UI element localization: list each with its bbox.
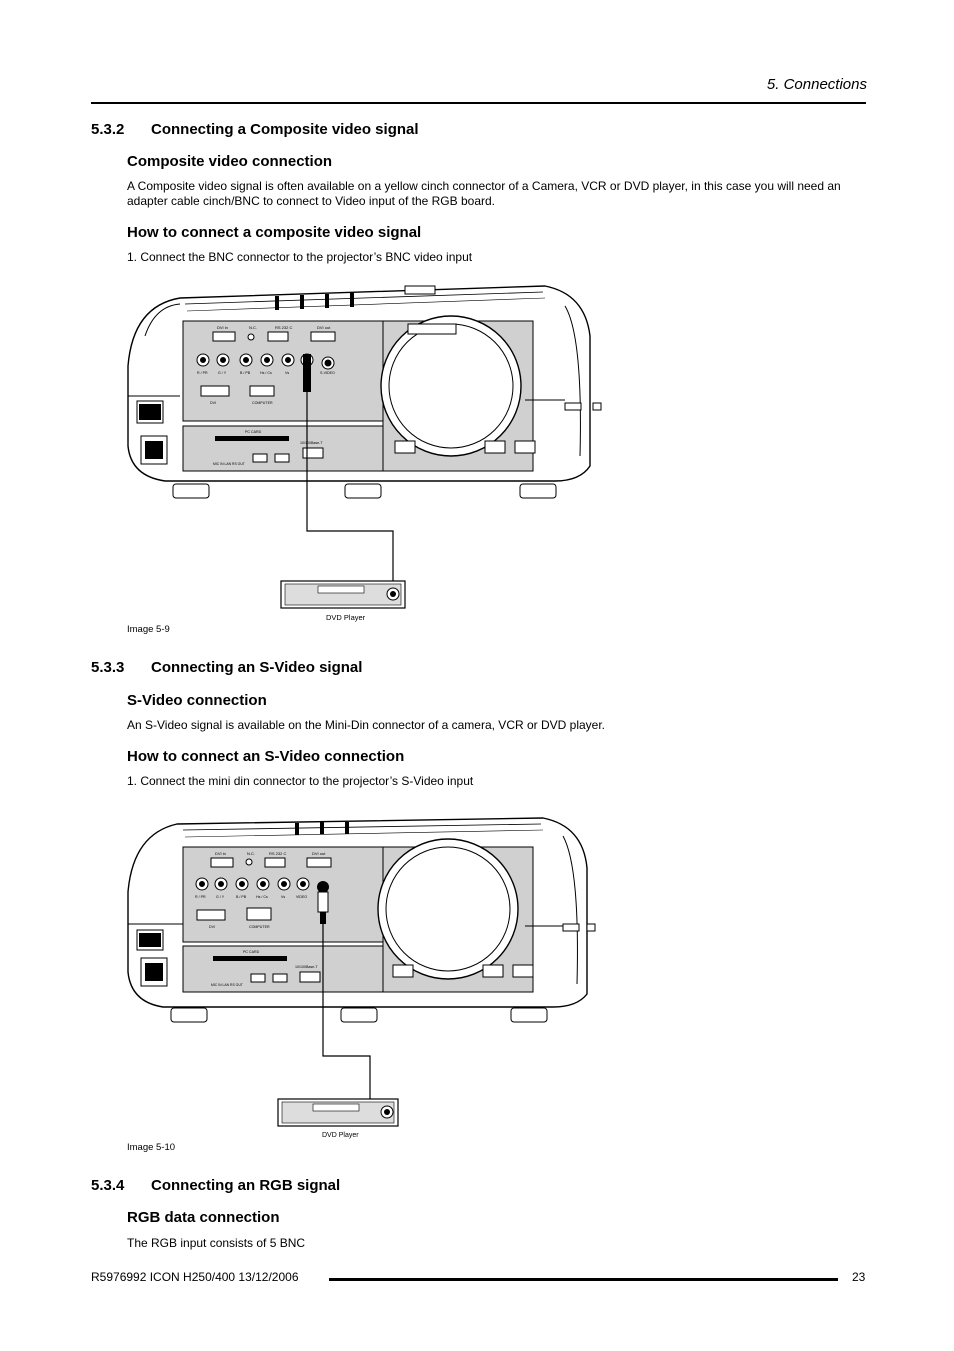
label-r-pr: R / PR [197,371,208,375]
bnc-plug [303,354,311,392]
label-b-pb: B / PB [240,371,251,375]
section-title: Connecting an S-Video signal [151,659,363,676]
section-number: 5.3.4 [91,1177,125,1194]
header-rule [91,102,866,104]
chapter-title: 5. Connections [766,76,867,93]
step-composite: 1. Connect the BNC connector to the proj… [127,250,473,264]
label-dvi: DVI [209,925,215,929]
svideo-plug [317,881,329,893]
pc-card-panel [182,945,384,993]
subheading-how-to-composite: How to connect a composite video signal [127,224,422,241]
label-video: VIDEO [296,895,307,899]
label-dvi: DVI [210,401,216,405]
subheading-how-to-svideo: How to connect an S-Video connection [127,748,405,765]
subheading-composite-connection: Composite video connection [127,153,333,170]
label-ethernet: 10/100Base-T [300,441,323,445]
label-ports: MIC IN LAN RS OUT [211,983,243,987]
section-number: 5.3.3 [91,659,125,676]
cable [306,392,394,581]
label-g-y: G / Y [218,371,227,375]
subheading-svideo-connection: S-Video connection [127,692,267,709]
label-g-y: G / Y [216,895,225,899]
figure-caption-5-9: Image 5-9 [127,624,170,635]
device-label-dvd-2: DVD Player [322,1132,359,1139]
label-svideo: S-VIDEO [320,371,335,375]
cable [322,924,371,1099]
label-dvi-in: DVI in [217,325,228,330]
label-computer: COMPUTER [252,401,273,405]
section-heading-5-3-4: 5.3.4 Connecting an RGB signal [91,1177,340,1194]
label-nc: N.C. [247,851,255,856]
label-dvi-out: DVI out [317,325,331,330]
section-number: 5.3.2 [91,121,125,138]
figure-composite: DVI in N.C. RS 232 C DVI out R / PR G / … [125,276,615,631]
section-title: Connecting a Composite video signal [151,121,419,138]
label-ports: MIC IN LAN RS OUT [213,462,245,466]
label-vs: Vs [285,371,289,375]
label-dvi-in: DVI in [215,851,226,856]
label-hs-cs: Hs / Cs [256,895,268,899]
label-ethernet: 10/100Base-T [295,965,318,969]
device-label-dvd-1: DVD Player [326,613,366,622]
label-hs-cs: Hs / Cs [260,371,272,375]
projector-svideo-diagram: DVI in N.C. RS 232 C DVI out R / PR G / … [127,817,596,1127]
figure-svideo: DVI in N.C. RS 232 C DVI out R / PR G / … [125,812,615,1147]
step-svideo: 1. Connect the mini din connector to the… [127,774,474,788]
label-pc-card: PC CARD [245,430,262,434]
paragraph-composite: A Composite video signal is often availa… [127,179,841,208]
section-heading-5-3-3: 5.3.3 Connecting an S-Video signal [91,659,362,676]
label-computer: COMPUTER [249,925,270,929]
label-r-pr: R / PR [195,895,206,899]
section-title: Connecting an RGB signal [151,1177,341,1194]
label-b-pb: B / PB [236,895,247,899]
projector-composite-diagram: DVI in N.C. RS 232 C DVI out R / PR G / … [127,285,602,609]
label-nc: N.C. [249,325,257,330]
footer-doc-info: R5976992 ICON H250/400 13/12/2006 [91,1270,299,1284]
footer-rule [329,1278,838,1281]
page-number: 23 [852,1270,866,1284]
label-dvi-out: DVI out [312,851,326,856]
figure-caption-5-10: Image 5-10 [127,1142,176,1153]
paragraph-rgb: The RGB input consists of 5 BNC [127,1236,306,1250]
label-vs: Vs [281,895,285,899]
paragraph-svideo: An S-Video signal is available on the Mi… [127,718,606,732]
subheading-rgb-connection: RGB data connection [127,1209,280,1226]
label-rs232: RS 232 C [269,851,286,856]
pc-card-panel [182,425,384,472]
label-rs232: RS 232 C [275,325,292,330]
label-pc-card: PC CARD [243,950,260,954]
section-heading-5-3-2: 5.3.2 Connecting a Composite video signal [91,121,419,138]
